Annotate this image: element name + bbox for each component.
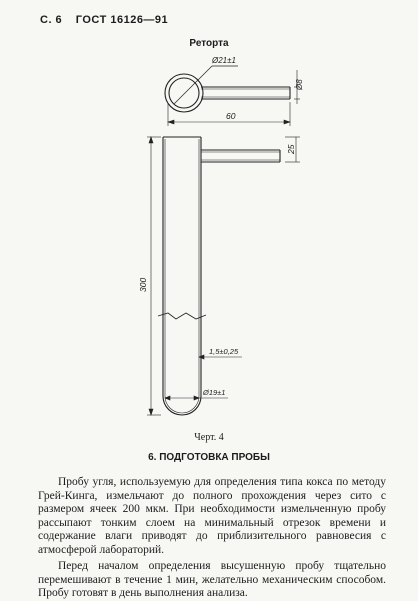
outer-diameter-label: Ø21±1 [211, 56, 236, 65]
length-label: 300 [138, 278, 148, 292]
side-tube-diameter-label: Ø8 [295, 79, 304, 91]
standard-id: ГОСТ 16126—91 [75, 14, 169, 26]
bottom-diameter-dimension [164, 395, 228, 401]
paragraph-1: Пробу угля, используемую для определения… [38, 476, 386, 556]
wall-thickness-label: 1,5±0,25 [209, 347, 239, 356]
wall-dimension [198, 354, 242, 360]
bottom-diameter-label: Ø19±1 [202, 388, 225, 397]
side-height-dimension [285, 136, 300, 163]
section-body: Пробу угля, используемую для определения… [38, 476, 386, 601]
retort-top-view [164, 65, 300, 113]
width-dimension [167, 102, 291, 126]
width-label: 60 [226, 111, 236, 121]
retort-side-view [157, 136, 281, 416]
page-number: С. 6 [40, 14, 63, 26]
page-header: С. 6 ГОСТ 16126—91 [40, 14, 178, 26]
figure-caption: Черт. 4 [194, 432, 224, 443]
length-dimension [147, 136, 161, 416]
figure-title: Реторта [189, 38, 229, 49]
paragraph-2: Перед началом определения высушенную про… [38, 560, 386, 599]
side-height-label: 25 [286, 144, 296, 155]
section-heading: 6. ПОДГОТОВКА ПРОБЫ [148, 452, 270, 463]
